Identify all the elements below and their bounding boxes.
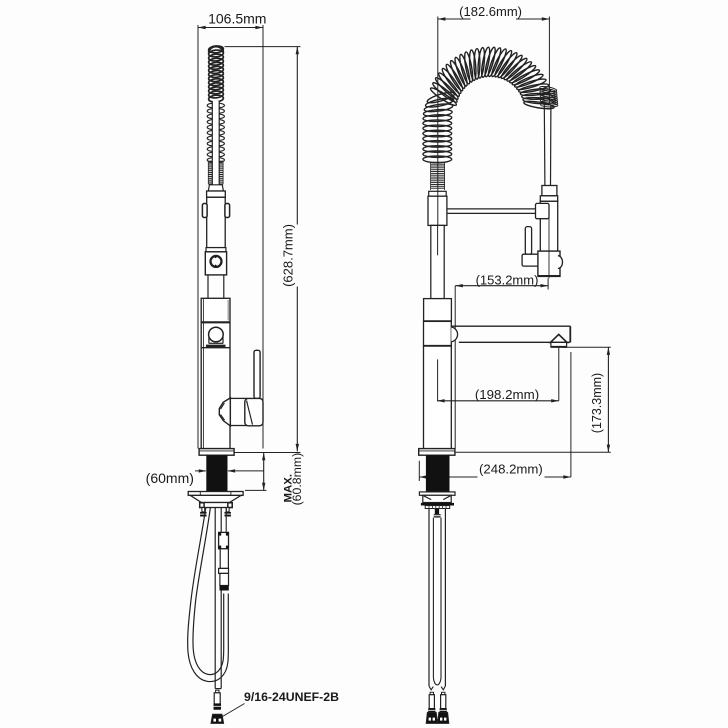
svg-text:(628.7mm): (628.7mm) — [281, 224, 296, 287]
svg-text:MAX.: MAX. — [283, 474, 295, 502]
svg-text:(60mm): (60mm) — [146, 470, 194, 486]
svg-text:(153.2mm): (153.2mm) — [476, 273, 539, 288]
svg-text:(248.2mm): (248.2mm) — [479, 462, 543, 477]
svg-text:9/16-24UNEF-2B: 9/16-24UNEF-2B — [244, 690, 339, 704]
svg-text:(173.3mm): (173.3mm) — [590, 373, 604, 433]
svg-text:(198.2mm): (198.2mm) — [475, 387, 539, 402]
svg-text:(60.8mm): (60.8mm) — [290, 453, 304, 506]
svg-text:106.5mm: 106.5mm — [208, 11, 266, 27]
svg-text:(182.6mm): (182.6mm) — [459, 4, 522, 19]
